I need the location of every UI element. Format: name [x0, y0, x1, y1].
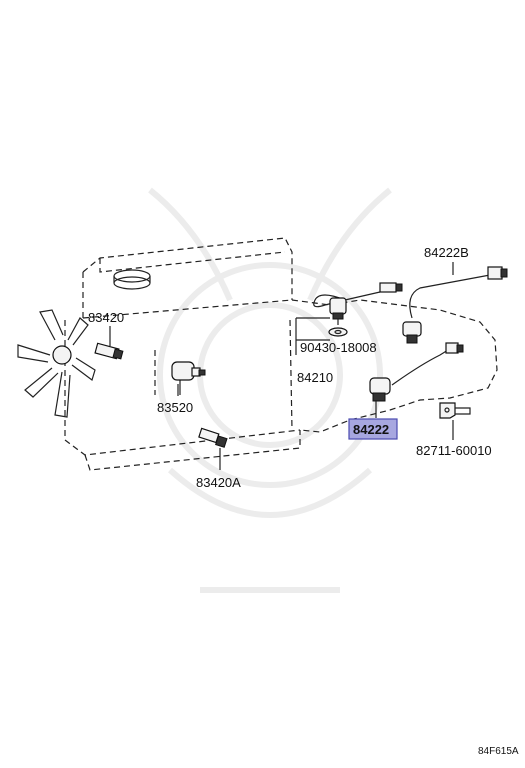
oil-filler-cap-icon [113, 269, 151, 290]
clamp-82711-icon [439, 402, 471, 419]
sensor-84210-icon [313, 282, 403, 337]
sensor-83420-icon [94, 326, 124, 360]
sensor-84222-icon [369, 342, 464, 402]
label-84222[interactable]: 84222 [353, 422, 389, 437]
label-83420[interactable]: 83420 [88, 310, 124, 325]
label-90430-18008[interactable]: 90430-18008 [300, 340, 377, 355]
diagram-code: 84F615A [478, 746, 519, 757]
engine-outline [64, 237, 498, 471]
watermark-emblem [148, 187, 392, 593]
label-83520[interactable]: 83520 [157, 400, 193, 415]
label-83420a[interactable]: 83420A [196, 475, 241, 490]
sensor-84222b-icon [402, 266, 508, 344]
cooling-fan-icon [17, 309, 96, 418]
sensor-83420a-icon [198, 427, 228, 470]
sensor-83520-icon [171, 361, 206, 395]
label-84222b[interactable]: 84222B [424, 245, 469, 260]
leader-lines [177, 262, 454, 440]
label-84210[interactable]: 84210 [297, 370, 333, 385]
highlight-box-84222 [348, 418, 398, 440]
label-82711-60010[interactable]: 82711-60010 [416, 443, 492, 458]
